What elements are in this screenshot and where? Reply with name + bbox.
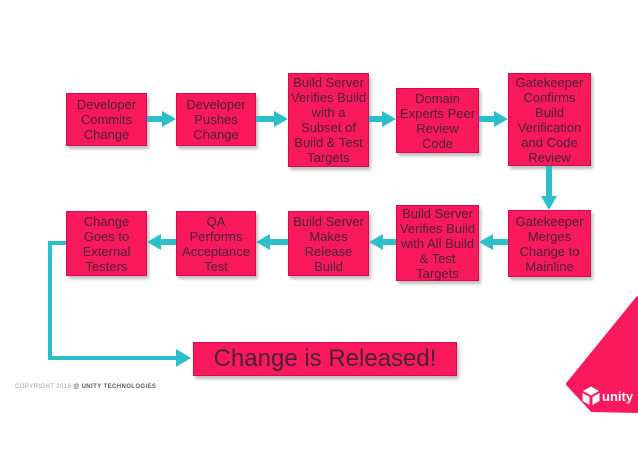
elbow-connector-vertical <box>48 241 52 360</box>
flow-node-label: Gatekeeper Confirms Build Verification a… <box>515 74 584 165</box>
flow-node-change-external-testers: Change Goes to External Testers <box>66 211 147 276</box>
copyright-text: COPYRIGHT 2016 @ UNITY TECHNOLOGIES <box>15 384 156 390</box>
flow-node-developer-commits-change: Developer Commits Change <box>66 93 147 146</box>
elbow-connector-stub <box>48 241 66 245</box>
flow-node-label: Developer Commits Change <box>76 97 137 142</box>
flow-node-label: Domain Experts Peer Review Code <box>399 90 476 151</box>
flow-node-label: Build Server Verifies Build with All Bui… <box>399 205 476 281</box>
arrow-left-icon <box>256 232 288 252</box>
flow-node-developer-pushes-change: Developer Pushes Change <box>176 93 256 146</box>
flow-node-gatekeeper-merges: Gatekeeper Merges Change to Mainline <box>508 210 591 277</box>
arrow-left-icon <box>147 232 176 252</box>
flow-node-change-released: Change is Released! <box>193 342 457 376</box>
flow-node-domain-experts-peer-review: Domain Experts Peer Review Code <box>396 88 479 153</box>
elbow-connector-horizontal <box>48 356 176 360</box>
flow-node-build-server-release-build: Build Server Makes Release Build <box>288 211 369 276</box>
unity-wordmark: unity <box>602 389 634 404</box>
flow-node-build-server-verifies-subset: Build Server Verifies Build with a Subse… <box>288 73 369 167</box>
arrow-down-icon <box>539 166 559 210</box>
flow-node-build-server-verifies-all: Build Server Verifies Build with All Bui… <box>396 205 479 281</box>
arrow-left-icon <box>369 232 396 252</box>
arrow-left-icon <box>479 232 508 252</box>
flow-node-gatekeeper-confirms: Gatekeeper Confirms Build Verification a… <box>508 73 591 166</box>
flow-node-label: Build Server Makes Release Build <box>293 213 364 274</box>
arrow-right-icon <box>147 109 176 129</box>
flow-node-label: Build Server Verifies Build with a Subse… <box>290 75 367 165</box>
released-banner-label: Change is Released! <box>213 345 437 372</box>
arrow-right-icon <box>479 109 508 129</box>
flow-node-label: Change Goes to External Testers <box>82 213 131 274</box>
arrow-right-icon <box>256 109 288 129</box>
flow-node-label: Developer Pushes Change <box>186 97 246 142</box>
copyright-company: @ UNITY TECHNOLOGIES <box>73 384 157 390</box>
ribbon-shape <box>566 296 638 413</box>
copyright-prefix: COPYRIGHT 2016 <box>15 384 74 390</box>
flow-node-qa-acceptance-test: QA Performs Acceptance Test <box>176 211 256 276</box>
unity-cube-icon <box>582 386 600 405</box>
arrow-right-icon <box>369 109 396 129</box>
arrow-right-icon <box>176 349 191 367</box>
unity-ribbon: unity <box>566 296 638 413</box>
flow-node-label: Gatekeeper Merges Change to Mainline <box>515 213 584 274</box>
flow-node-label: QA Performs Acceptance Test <box>182 213 250 274</box>
